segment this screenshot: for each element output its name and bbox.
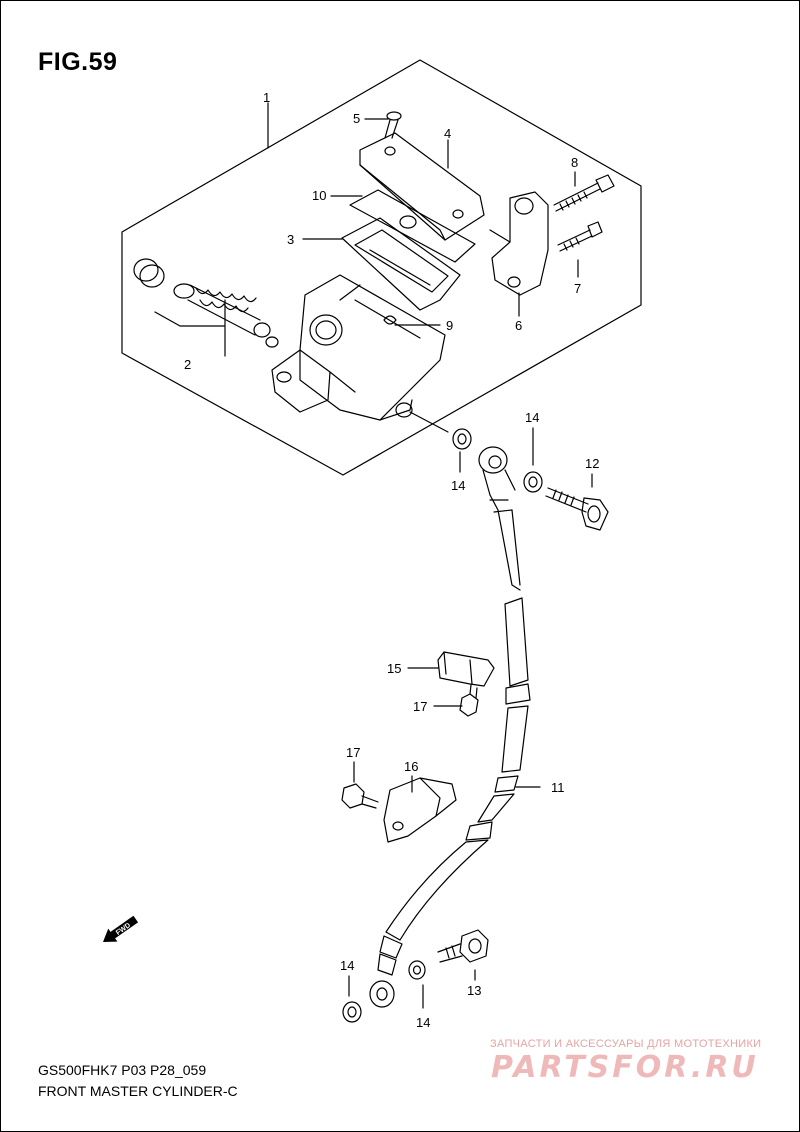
callout-14-b: 14	[525, 410, 539, 425]
part-bolt-17-lower	[341, 783, 379, 809]
callout-10: 10	[312, 188, 326, 203]
callout-3: 3	[287, 232, 294, 247]
callout-17-a: 17	[413, 699, 427, 714]
callout-17-b: 17	[346, 745, 360, 760]
callout-11: 11	[551, 780, 565, 795]
part-bolt-8	[553, 174, 615, 212]
callout-6: 6	[515, 318, 522, 333]
part-master-cylinder-body	[271, 274, 446, 421]
callout-leaders	[267, 102, 593, 1009]
part-washer-upper-left	[452, 428, 472, 450]
part-bolt-17-upper	[459, 684, 479, 717]
callout-16: 16	[404, 759, 418, 774]
part-clip	[383, 315, 397, 325]
part-hose-clamp-15	[437, 651, 495, 687]
callout-14-a: 14	[451, 478, 465, 493]
part-piston-kit	[133, 258, 279, 357]
fwd-label: FWD	[115, 922, 132, 937]
part-lever-holder	[489, 191, 549, 296]
assembly-outline	[121, 59, 642, 476]
callout-14-d: 14	[416, 1015, 430, 1030]
part-diaphragm	[349, 189, 476, 263]
callout-2: 2	[184, 357, 191, 372]
part-reservoir-cap	[359, 132, 485, 241]
callout-12: 12	[585, 456, 599, 471]
part-washer-lower-left	[342, 1001, 362, 1023]
watermark-logo: PARTSFOR.RU	[491, 1050, 759, 1085]
part-washer-lower-right	[408, 960, 426, 980]
part-union-bolt-upper	[545, 487, 609, 531]
part-banjo-upper	[478, 446, 516, 496]
model-code: GS500FHK7 P03 P28_059	[38, 1062, 207, 1078]
watermark-tagline: ЗАПЧАСТИ И АКСЕССУАРЫ ДЛЯ МОТОТЕХНИКИ	[490, 1038, 762, 1050]
figure-title: FIG.59	[38, 48, 118, 76]
callout-15: 15	[387, 661, 401, 676]
part-bolt-7	[557, 221, 603, 252]
callout-1: 1	[263, 90, 270, 105]
callout-4: 4	[444, 126, 451, 141]
callout-9: 9	[446, 318, 453, 333]
fwd-direction-arrow: FWD	[103, 915, 139, 942]
callout-13: 13	[467, 983, 481, 998]
callout-7: 7	[574, 281, 581, 296]
part-brake-hose	[377, 494, 531, 976]
part-hose-clamp-16	[383, 777, 457, 843]
part-diaphragm-plate	[341, 217, 461, 311]
callout-14-c: 14	[340, 958, 354, 973]
part-banjo-lower	[369, 980, 395, 1008]
part-union-bolt-lower	[437, 929, 489, 963]
figure-caption: FRONT MASTER CYLINDER-C	[38, 1083, 238, 1099]
callout-8: 8	[571, 155, 578, 170]
callout-5: 5	[353, 111, 360, 126]
part-washer-upper-right	[523, 471, 543, 493]
part-cap-screw	[384, 111, 402, 139]
